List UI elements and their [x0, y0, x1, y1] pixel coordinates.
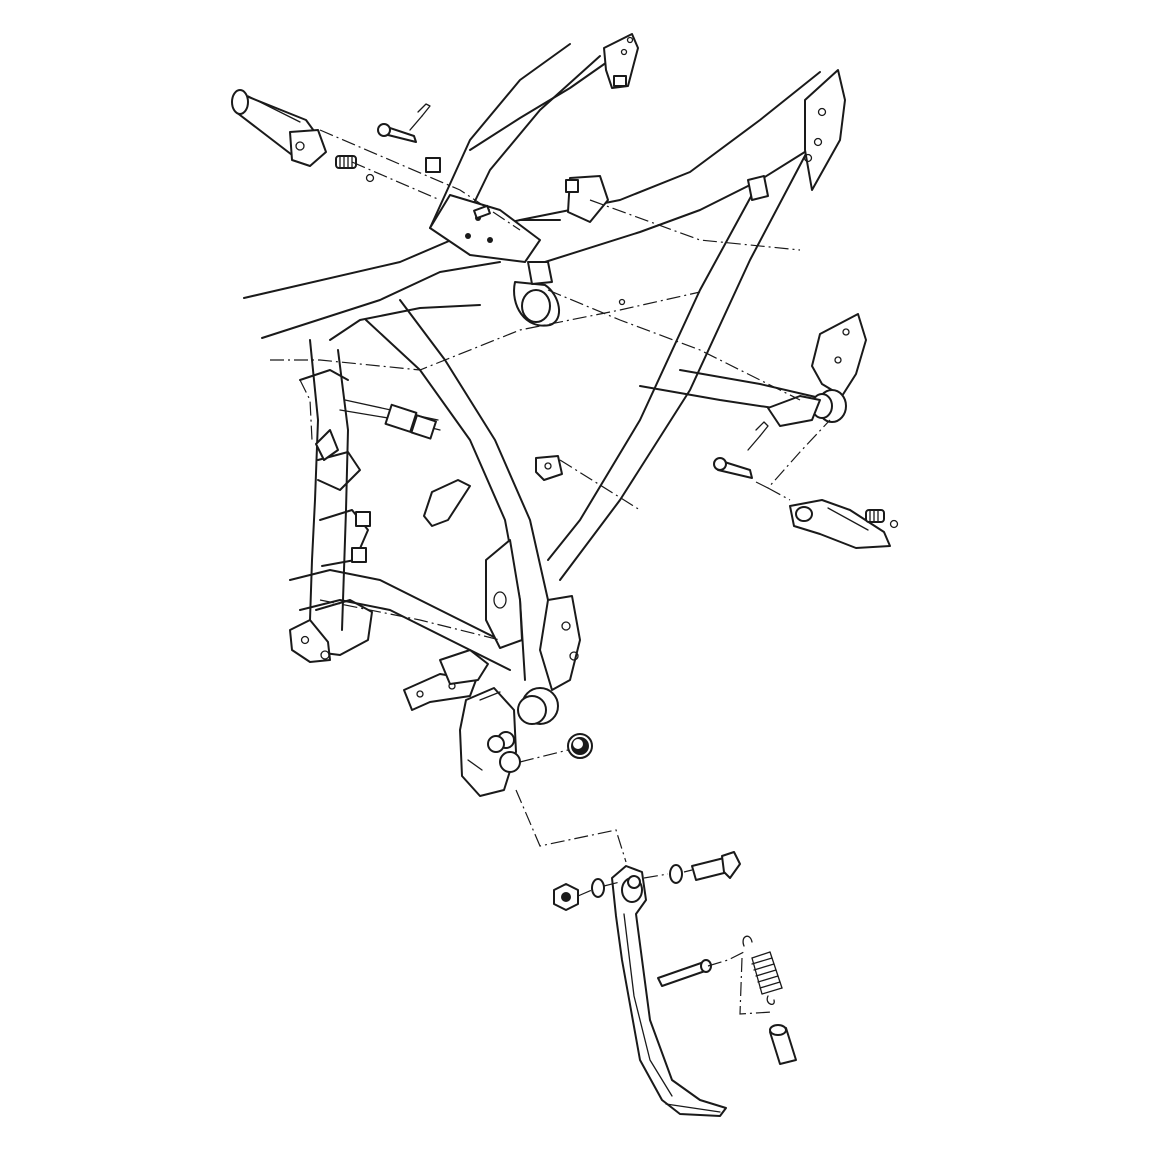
- assembly-line-stand: [519, 749, 569, 763]
- washer: [365, 173, 375, 183]
- assembly-line-left: [319, 129, 521, 231]
- spring-pin: [657, 959, 712, 987]
- footrest-spring-right: [865, 509, 885, 523]
- cotter-pin-right: [747, 421, 769, 451]
- frame: [243, 33, 867, 725]
- right-footrest: [789, 499, 891, 549]
- frame: [425, 157, 441, 173]
- sidestand-bolt: [691, 851, 741, 881]
- cotter-pin-left: [409, 103, 431, 131]
- sidestand-bushing: [567, 733, 593, 759]
- sidestand-spring: [742, 935, 783, 1005]
- assembly-line-spring: [739, 957, 773, 1015]
- footrest-pin-left: [377, 123, 417, 143]
- footrest-spring-left: [335, 155, 357, 169]
- assembly-line-stand: [515, 789, 627, 863]
- assembly-line-spring: [707, 951, 745, 967]
- assembly-line-bolt: [577, 869, 693, 897]
- spring-sleeve: [769, 1024, 797, 1065]
- sidestand-nut: [553, 883, 579, 911]
- footrest-pin-right: [713, 457, 753, 479]
- assembly-line-left: [351, 161, 441, 201]
- left-footrest: [231, 89, 327, 167]
- washer: [889, 519, 899, 529]
- washer: [669, 864, 683, 884]
- washer: [591, 878, 605, 898]
- assembly-line-right: [755, 419, 831, 489]
- assembly-line-right: [767, 487, 791, 501]
- sidestand: [611, 865, 727, 1117]
- sidestand-bracket: [459, 687, 521, 797]
